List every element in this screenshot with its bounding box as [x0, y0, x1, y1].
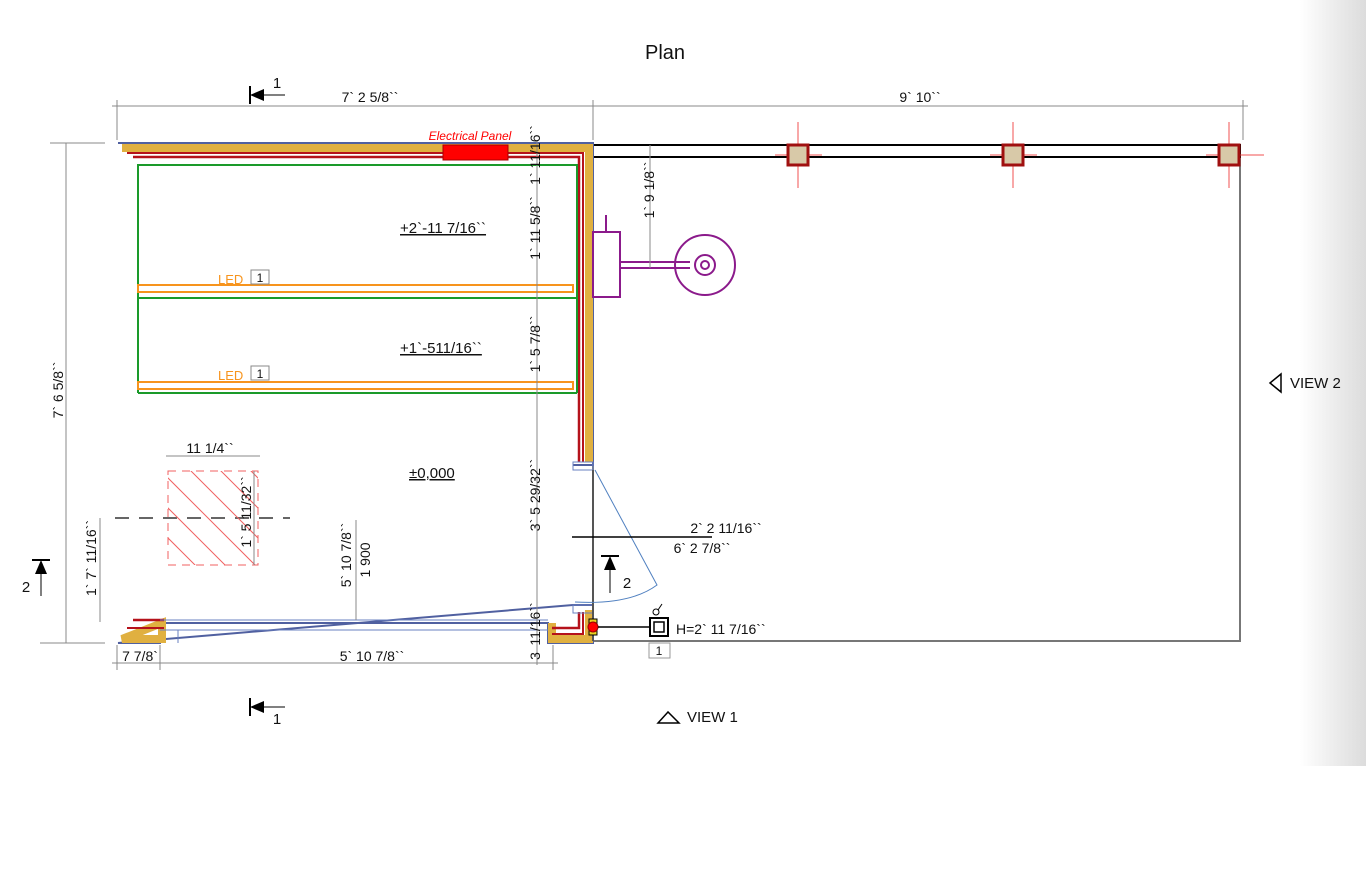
dim-fixture-offset: 1` 9 1/8``	[641, 162, 657, 219]
view-1-label: VIEW 1	[687, 709, 738, 726]
dim-middle-zone: 1` 5 7/8``	[527, 316, 543, 373]
dim-left-total: 7` 6 5/8``	[50, 362, 66, 419]
level-floor: ±0,000	[409, 465, 455, 482]
section-2-marker-door: 2	[601, 555, 631, 593]
interior-vertical-dimensions: 1` 11/16`` 1` 11 5/8`` 1` 5 7/8`` 3` 5 2…	[527, 125, 543, 665]
hatched-zone: 11 1/4`` 1` 5 11/32``	[166, 440, 260, 566]
dim-hatch-width: 11 1/4``	[186, 440, 233, 456]
deck-area	[592, 122, 1264, 642]
electrical-panel: Electrical Panel	[429, 129, 512, 161]
section-1-marker-top: 1	[249, 75, 285, 104]
section-1-marker-bottom: 1	[249, 698, 285, 728]
switch-tag: 1	[656, 644, 663, 658]
led-tag: 1	[257, 367, 264, 381]
column	[786, 143, 810, 167]
dim-lower-zone: 3` 5 29/32``	[527, 459, 543, 531]
led-tag: 1	[257, 271, 264, 285]
view-2-label: VIEW 2	[1290, 375, 1341, 392]
dim-bottom-wall-b: 11/16``	[527, 602, 543, 645]
light-switch: H=2` 11 7/16`` 1	[587, 603, 766, 659]
led-strip-2: LED 1	[137, 365, 574, 390]
dim-bottom-left: 7 7/8`	[122, 648, 158, 664]
section-1-label-top: 1	[273, 75, 281, 92]
switch-height: H=2` 11 7/16``	[676, 621, 766, 637]
electrical-panel-label: Electrical Panel	[429, 129, 512, 143]
level-upper: +2`-11 7/16``	[400, 220, 486, 237]
shelf-outlines	[137, 164, 578, 394]
plan-title: Plan	[645, 42, 685, 64]
wall-fixture	[592, 215, 736, 298]
page-edge-shadow	[1300, 0, 1366, 766]
section-2-marker-left: 2	[22, 559, 50, 596]
led-strip-1: LED 1	[137, 269, 574, 293]
dim-door-height: 6` 2 7/8``	[674, 540, 731, 556]
section-2-label-door: 2	[623, 575, 631, 592]
view-2-marker[interactable]: VIEW 2	[1268, 372, 1341, 394]
column	[1217, 143, 1241, 167]
dim-hatch-height: 1` 5 11/32``	[238, 476, 254, 547]
led-label: LED	[218, 368, 243, 383]
level-middle: +1`-511/16``	[400, 340, 482, 357]
door: 2` 2 11/16`` 6` 2 7/8``	[572, 469, 762, 641]
dim-left-lower: 1` 7` 11/16``	[83, 520, 99, 596]
dim-opening-height-alt: 1 900	[357, 542, 373, 577]
dim-wall-top: 1` 11/16``	[527, 125, 543, 185]
section-2-label-left: 2	[22, 579, 30, 596]
dim-upper-zone: 1` 11 5/8``	[527, 196, 543, 260]
column	[1001, 143, 1025, 167]
dim-bottom-opening: 5` 10 7/8``	[340, 648, 405, 664]
section-1-label-bottom: 1	[273, 711, 281, 728]
dim-door-width: 2` 2 11/16``	[690, 520, 761, 536]
dim-top-left: 7` 2 5/8``	[342, 89, 399, 105]
top-dimension: 7` 2 5/8`` 9` 10``	[112, 89, 1248, 140]
led-label: LED	[218, 272, 243, 287]
dim-bottom-wall-a: 3	[527, 652, 543, 660]
view-1-marker[interactable]: VIEW 1	[656, 709, 738, 726]
dim-top-right: 9` 10``	[899, 89, 940, 105]
dim-opening-height: 5` 10 7/8``	[338, 523, 354, 588]
